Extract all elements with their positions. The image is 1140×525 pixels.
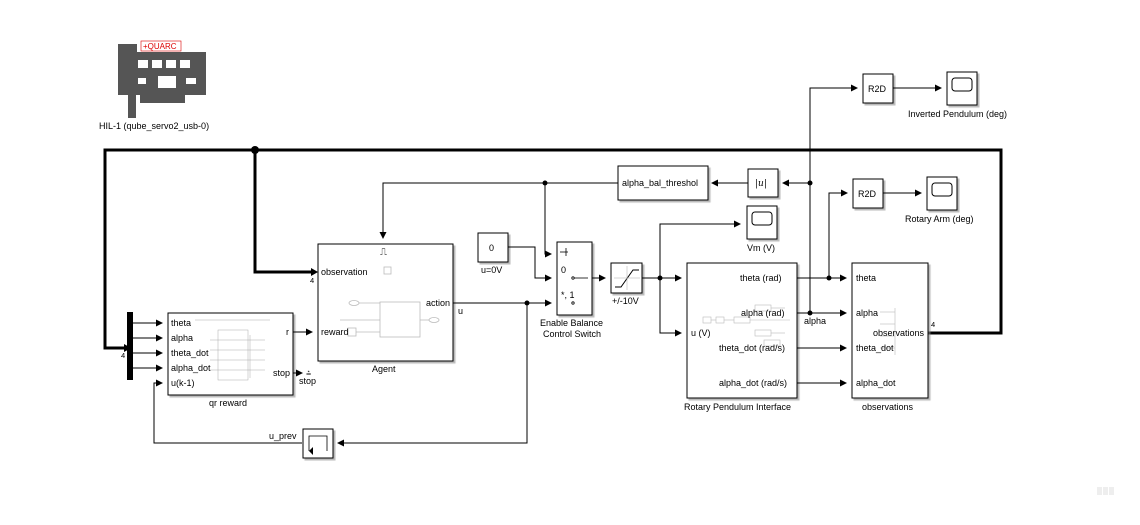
- reward-out-r: r: [286, 327, 289, 337]
- abs-symbol: |u|: [755, 179, 767, 189]
- observations-block[interactable]: theta alpha theta_dot alpha_dot observat…: [851, 262, 935, 412]
- abs-block[interactable]: |u|: [747, 168, 779, 198]
- switch-port-1: *, 1: [561, 290, 575, 300]
- agent-block[interactable]: ⎍ observation reward action 4 Agent: [310, 243, 454, 374]
- hil-card-name: HIL-1 (qube_servo2_usb-0): [99, 121, 209, 131]
- stop-terminal[interactable]: ⩮ stop: [293, 369, 316, 386]
- switch-port-0: 0: [561, 265, 566, 275]
- signal-voltage-to-rpi: [659, 278, 682, 337]
- rpi-out-alpha-dot: alpha_dot (rad/s): [719, 378, 787, 388]
- scope-inverted-pendulum[interactable]: Inverted Pendulum (deg): [908, 71, 1007, 119]
- r2d-arm-block[interactable]: R2D: [852, 178, 884, 209]
- observations-block-name: observations: [862, 402, 914, 412]
- rpi-in-u: u (V): [691, 328, 711, 338]
- signal-theta-to-r2d: [828, 189, 848, 278]
- constant-label: u=0V: [481, 265, 502, 275]
- agent-port-action: action: [426, 298, 450, 308]
- signal-threshold-to-switch: [544, 183, 552, 258]
- unit-delay-block[interactable]: [302, 428, 334, 459]
- reward-in-theta: theta: [171, 318, 191, 328]
- signal-alpha-to-r2d: [809, 84, 858, 313]
- switch-icon: [560, 248, 588, 305]
- reward-out-stop: stop: [273, 368, 290, 378]
- r2d-pendulum-block[interactable]: R2D: [862, 73, 894, 104]
- threshold-name: alpha_bal_threshol: [622, 178, 698, 188]
- stop-terminal-label: stop: [299, 376, 316, 386]
- rpi-out-alpha: alpha (rad): [741, 308, 785, 318]
- r2d-arm-label: R2D: [858, 189, 877, 199]
- agent-icon: [379, 301, 421, 338]
- switch-name-line1: Enable Balance: [540, 318, 603, 328]
- reward-in-alpha: alpha: [171, 333, 193, 343]
- reward-in-alpha-dot: alpha_dot: [171, 363, 211, 373]
- mux-signals: [133, 319, 163, 372]
- scope-vm[interactable]: Vm (V): [746, 205, 778, 253]
- signal-label-alpha: alpha: [804, 316, 826, 326]
- reward-in-theta-dot: theta_dot: [171, 348, 209, 358]
- alpha-bal-threshold-block[interactable]: alpha_bal_threshol: [617, 165, 709, 201]
- obs-in-theta-dot: theta_dot: [856, 343, 894, 353]
- hil-card-label: +QUARC: [143, 42, 177, 51]
- enable-balance-switch-block[interactable]: 0 *, 1 Enable Balance Control Switch: [540, 241, 603, 339]
- constant-zero-block[interactable]: 0 u=0V: [477, 232, 509, 275]
- qr-reward-block[interactable]: theta alpha theta_dot alpha_dot u(k-1) r…: [167, 312, 294, 408]
- signal-label-u: u: [458, 306, 463, 316]
- agent-trigger-symbol: ⎍: [380, 247, 387, 258]
- signal-threshold-out: [379, 182, 618, 239]
- signal-constant: [508, 246, 552, 282]
- delay-icon: [308, 435, 328, 451]
- rpi-block-name: Rotary Pendulum Interface: [684, 402, 791, 412]
- bus-selector-bar[interactable]: [127, 312, 133, 380]
- obs-out-observations: observations: [873, 328, 925, 338]
- observations-inner-diagram: [880, 308, 896, 355]
- scope-rotary-arm[interactable]: Rotary Arm (deg): [905, 176, 974, 224]
- reward-block-name: qr reward: [209, 398, 247, 408]
- agent-bus-width: 4: [310, 276, 314, 285]
- hil-card-block[interactable]: +QUARC HIL-1 (qube_servo2_usb-0): [99, 40, 209, 131]
- agent-port-observation: observation: [321, 267, 368, 277]
- reward-in-u-prev: u(k-1): [171, 378, 195, 388]
- signal-u-to-delay: [337, 303, 528, 447]
- obs-in-alpha-dot: alpha_dot: [856, 378, 896, 388]
- mux-width: 4: [121, 351, 125, 360]
- rotary-pendulum-interface-block[interactable]: u (V) theta (rad) alpha (rad) theta_dot …: [684, 262, 798, 412]
- r2d-pendulum-label: R2D: [868, 84, 887, 94]
- reward-inner-diagram: [195, 319, 270, 381]
- obs-bus-width: 4: [931, 320, 935, 329]
- saturation-label: +/-10V: [612, 296, 639, 306]
- scope-pendulum-label: Inverted Pendulum (deg): [908, 109, 1007, 119]
- agent-port-reward: reward: [321, 327, 349, 337]
- stop-terminal-symbol: ⩮: [306, 369, 311, 379]
- signal-voltage-to-scope: [659, 220, 741, 278]
- constant-value: 0: [489, 243, 494, 253]
- rpi-out-theta: theta (rad): [740, 273, 782, 283]
- obs-in-alpha: alpha: [856, 308, 878, 318]
- scope-vm-label: Vm (V): [747, 243, 775, 253]
- agent-block-name: Agent: [372, 364, 396, 374]
- signal-u-prev: [153, 379, 302, 444]
- agent-inner-diagram: [340, 266, 440, 337]
- signal-label-u-prev: u_prev: [269, 431, 297, 441]
- obs-in-theta: theta: [856, 273, 876, 283]
- switch-name-line2: Control Switch: [543, 329, 601, 339]
- canvas-corner-marker: [1097, 487, 1114, 495]
- rpi-out-theta-dot: theta_dot (rad/s): [719, 343, 785, 353]
- rpi-to-observations-signals: [797, 274, 847, 387]
- rpi-inner-diagram: [702, 304, 790, 347]
- scope-arm-label: Rotary Arm (deg): [905, 214, 974, 224]
- scope-icon: [751, 211, 773, 226]
- saturation-block[interactable]: +/-10V: [610, 262, 643, 306]
